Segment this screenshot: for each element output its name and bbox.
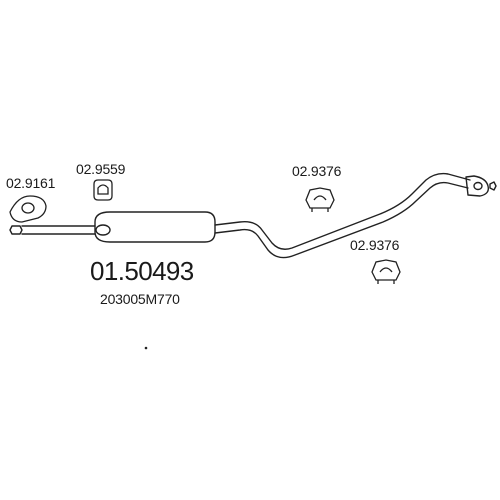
flange-gasket-part <box>9 195 47 223</box>
rubber-mount-middle-part <box>305 187 335 212</box>
exhaust-assembly <box>9 172 497 259</box>
part-label-rubber-mount-middle: 02.9376 <box>292 163 342 179</box>
rear-flange <box>465 175 490 197</box>
rubber-mount-front-part <box>93 179 113 201</box>
tail-pipe-lower <box>214 181 469 259</box>
muffler-body <box>94 211 216 243</box>
rear-flange-hole <box>473 181 483 191</box>
muffler-inlet-ellipse <box>95 224 111 236</box>
tail-pipe-upper <box>214 172 471 250</box>
inlet-pipe-body <box>21 225 96 235</box>
oe-part-number: 203005M770 <box>100 291 180 307</box>
part-label-rubber-mount-rear: 02.9376 <box>350 237 400 253</box>
part-label-flange-gasket: 02.9161 <box>6 175 56 191</box>
stray-dot <box>144 346 148 350</box>
rear-end-cap <box>489 181 497 191</box>
main-part-number: 01.50493 <box>90 256 194 286</box>
inlet-pipe <box>9 225 23 235</box>
rubber-mount-rear-part <box>371 259 401 284</box>
part-label-rubber-mount-front: 02.9559 <box>76 161 126 177</box>
